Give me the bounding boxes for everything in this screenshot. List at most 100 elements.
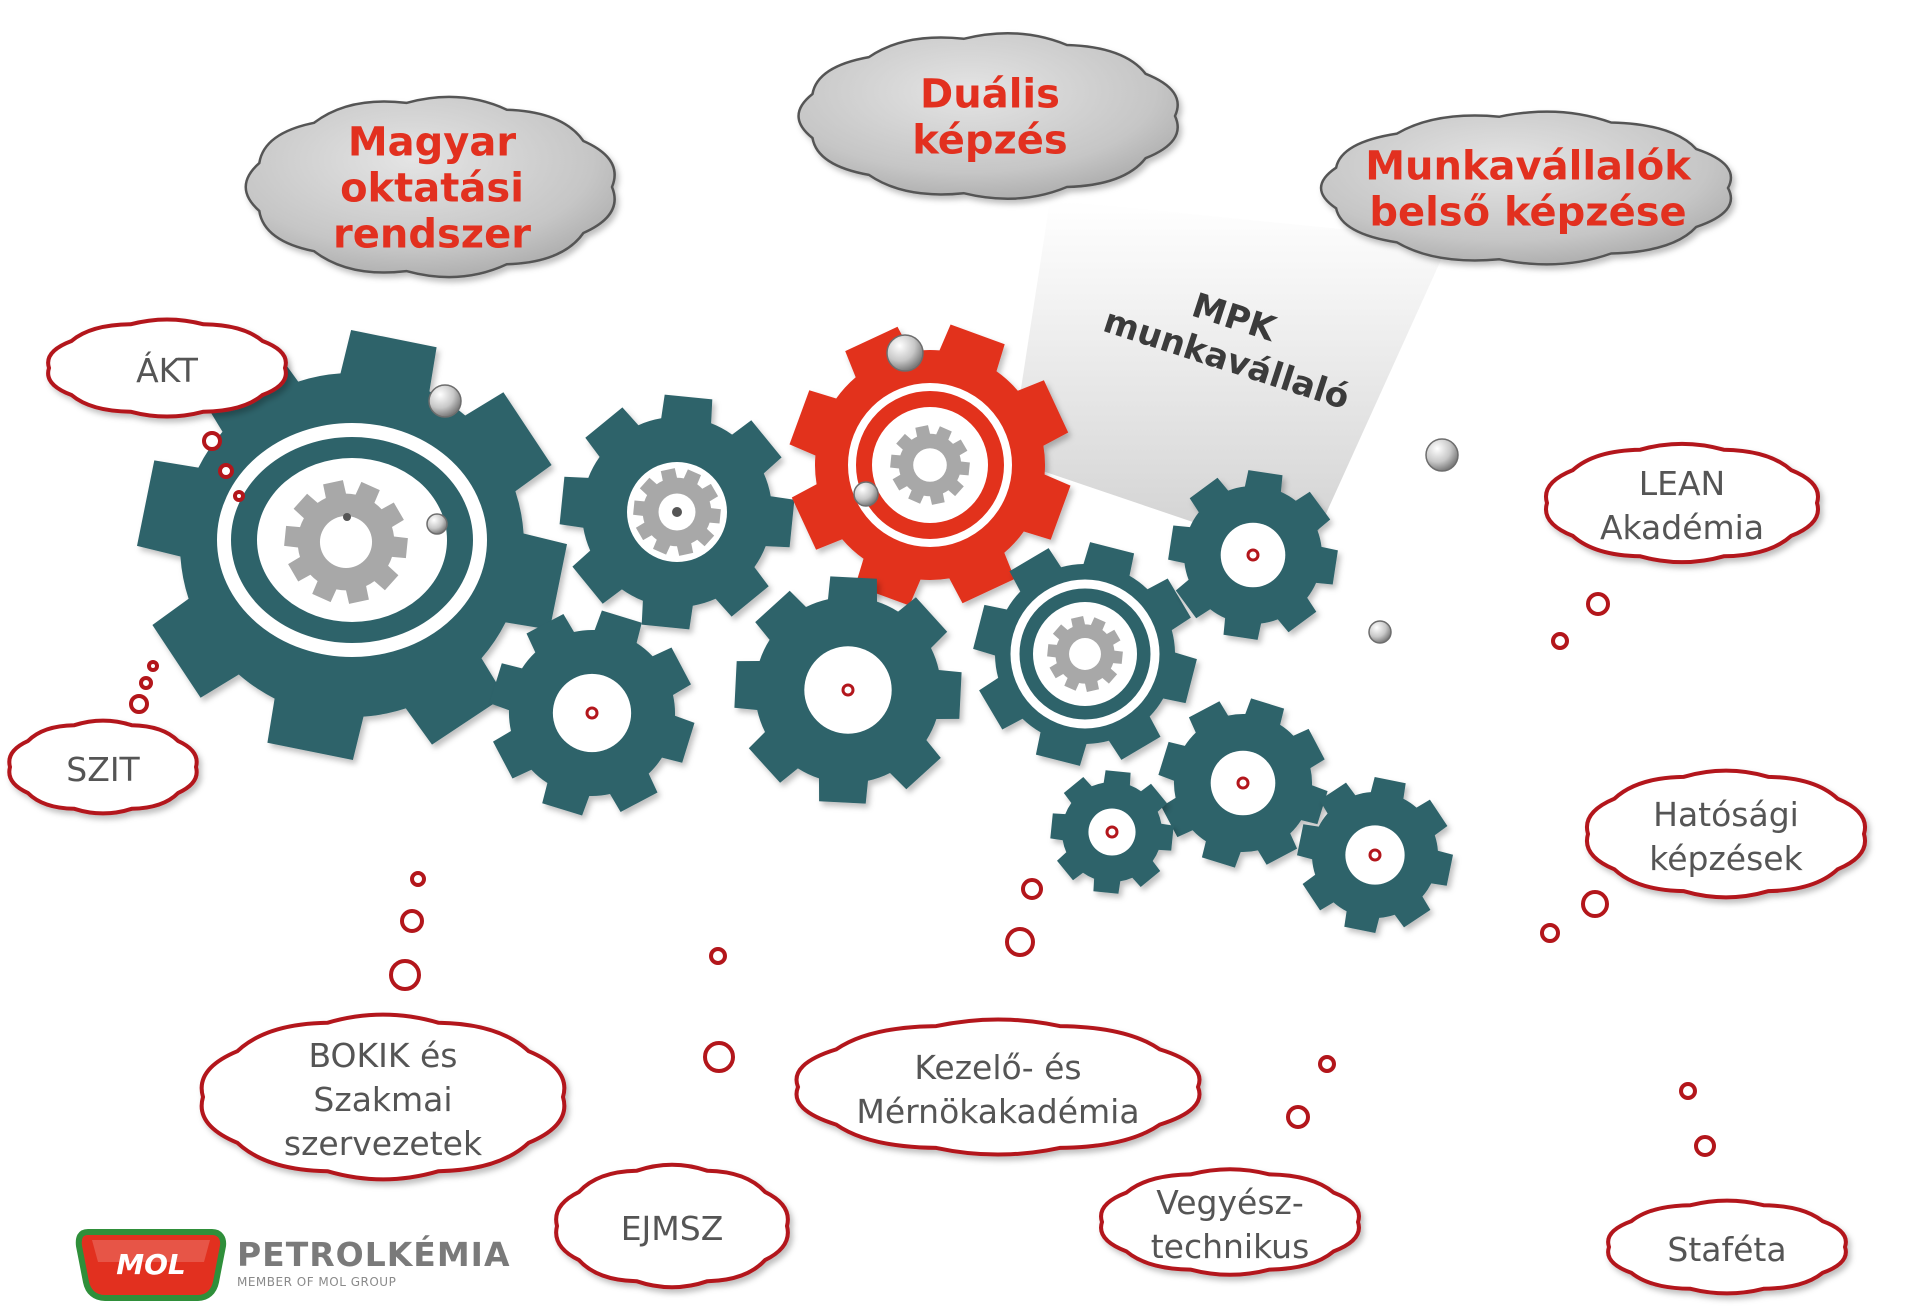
- gear-cluster: [137, 324, 1453, 933]
- cloud-akt-line-1: ÁKT: [136, 350, 199, 390]
- red-bubble-21: [1694, 1135, 1716, 1157]
- grey-bubble-6: [1368, 620, 1392, 644]
- cloud-szit-text: SZIT: [66, 750, 140, 789]
- gear-main-left: [137, 330, 567, 760]
- gear-lower-left: [489, 610, 695, 816]
- cloud-ejmsz-line-1: EJMSZ: [621, 1209, 724, 1248]
- cloud-hatosagi-kepzesek-text: Hatósági képzések: [1649, 795, 1803, 878]
- grey-bubble-3: [1425, 438, 1459, 472]
- gear-right-small: [1050, 770, 1174, 894]
- cloud-vegyesz-technikus: Vegyész-technikus: [1099, 1167, 1361, 1277]
- cloud-lean-akademia-text: LEAN Akadémia: [1600, 464, 1764, 547]
- cloud-lean-akademia-shape: [1544, 441, 1820, 565]
- cloud-szit-shape: [7, 718, 199, 816]
- cloud-vegyesz-technikus-line-1: Vegyész-: [1156, 1183, 1304, 1222]
- red-bubble-9: [389, 959, 421, 991]
- red-bubble-4: [147, 660, 159, 672]
- red-bubble-17: [1540, 923, 1560, 943]
- red-bubble-18: [1318, 1055, 1336, 1073]
- cloud-stafeta-shape: [1606, 1198, 1848, 1296]
- gear-red-center: [789, 324, 1071, 606]
- red-bubble-7: [410, 871, 426, 887]
- cloud-kezelo-mernokakademia-line-2: Mérnökakadémia: [856, 1092, 1139, 1131]
- red-bubble-6: [129, 694, 149, 714]
- gear-lower-center: [734, 576, 962, 804]
- cloud-vegyesz-technikus-line-2: technikus: [1151, 1227, 1310, 1266]
- cloud-bokik-szakmai-szervezetek: BOKIK és Szakmai szervezetek: [199, 1012, 567, 1182]
- cloud-munkavallalok-belso-kepzese-line-2: belső képzése: [1369, 190, 1686, 236]
- red-bubble-10: [709, 947, 727, 965]
- cloud-bokik-szakmai-szervezetek-line-3: szervezetek: [284, 1124, 483, 1163]
- cloud-munkavallalok-belso-kepzese-line-1: Munkavállalók: [1365, 144, 1692, 190]
- red-bubble-5: [139, 676, 153, 690]
- cloud-kezelo-mernokakademia-shape: [794, 1017, 1202, 1157]
- red-bubble-12: [1021, 878, 1043, 900]
- gear-upper-center: [559, 394, 795, 630]
- red-bubble-2: [218, 463, 234, 479]
- cloud-hatosagi-kepzesek-shape: [1585, 768, 1867, 900]
- cloud-ejmsz-text: EJMSZ: [621, 1209, 724, 1248]
- mol-brand-text: MOL: [116, 1248, 186, 1281]
- mol-logo-badge: MOL: [75, 1229, 227, 1301]
- red-bubble-15: [1551, 632, 1569, 650]
- red-bubble-14: [1586, 592, 1610, 616]
- spotlight-beam: [1010, 200, 1450, 560]
- cloud-stafeta: Staféta: [1606, 1198, 1848, 1296]
- side-clouds: ÁKT SZIT BOKIK és Szakmai szervezetek EJMS…: [7, 317, 1867, 1296]
- logo-company-name: PETROLKÉMIA: [237, 1234, 511, 1274]
- cloud-dualis-kepzes-line-1: Duális: [920, 72, 1060, 118]
- cloud-magyar-oktatasi-rendszer-line-2: oktatási: [340, 166, 524, 212]
- thought-bubbles: [129, 334, 1716, 1157]
- red-bubble-19: [1286, 1105, 1310, 1129]
- cloud-lean-akademia-line-2: Akadémia: [1600, 508, 1764, 547]
- cloud-akt: ÁKT: [46, 317, 288, 419]
- cloud-ejmsz-shape: [554, 1162, 790, 1290]
- red-bubble-3: [233, 490, 245, 502]
- cloud-magyar-oktatasi-rendszer-shape: [244, 95, 616, 279]
- cloud-hatosagi-kepzesek-line-1: Hatósági: [1653, 795, 1799, 834]
- cloud-hatosagi-kepzesek-line-2: képzések: [1649, 839, 1803, 878]
- cloud-szit: SZIT: [7, 718, 199, 816]
- gear-right-top: [1168, 470, 1338, 640]
- cloud-magyar-oktatasi-rendszer-line-1: Magyar: [348, 120, 516, 166]
- red-bubble-8: [400, 909, 424, 933]
- cloud-szit-line-1: SZIT: [66, 750, 140, 789]
- cloud-akt-text: ÁKT: [136, 350, 199, 390]
- gear-right-bottom: [1297, 777, 1453, 933]
- red-bubble-16: [1581, 890, 1609, 918]
- red-bubble-20: [1679, 1082, 1697, 1100]
- cloud-dualis-kepzes-line-2: képzés: [912, 118, 1068, 164]
- cloud-bokik-szakmai-szervezetek-line-1: BOKIK és: [308, 1036, 457, 1075]
- gear-center-right: [973, 542, 1197, 766]
- cloud-vegyesz-technikus-text: Vegyész-technikus: [1151, 1183, 1310, 1266]
- cloud-munkavallalok-belso-kepzese-shape: [1319, 110, 1733, 266]
- red-bubble-1: [202, 431, 222, 451]
- cloud-bokik-szakmai-szervezetek-line-2: Szakmai: [313, 1080, 452, 1119]
- grey-bubble-5: [853, 481, 879, 507]
- cloud-bokik-szakmai-szervezetek-text: BOKIK és Szakmai szervezetek: [284, 1036, 483, 1163]
- cloud-dualis-kepzes-shape: [797, 32, 1179, 200]
- cloud-lean-akademia-line-1: LEAN: [1639, 464, 1726, 503]
- cloud-stafeta-text: Staféta: [1667, 1230, 1786, 1269]
- cloud-akt-shape: [46, 317, 288, 419]
- red-bubble-13: [1005, 927, 1035, 957]
- cloud-ejmsz: EJMSZ: [554, 1162, 790, 1290]
- red-bubble-11: [703, 1041, 735, 1073]
- company-logo: MOL PETROLKÉMIA MEMBER OF MOL GROUP: [75, 1229, 511, 1301]
- cloud-bokik-szakmai-szervezetek-shape: [199, 1012, 567, 1182]
- cloud-vegyesz-technikus-shape: [1099, 1167, 1361, 1277]
- grey-bubble-2: [428, 384, 462, 418]
- cloud-stafeta-line-1: Staféta: [1667, 1230, 1786, 1269]
- cloud-magyar-oktatasi-rendszer-line-3: rendszer: [333, 212, 531, 258]
- grey-bubble-1: [886, 334, 924, 372]
